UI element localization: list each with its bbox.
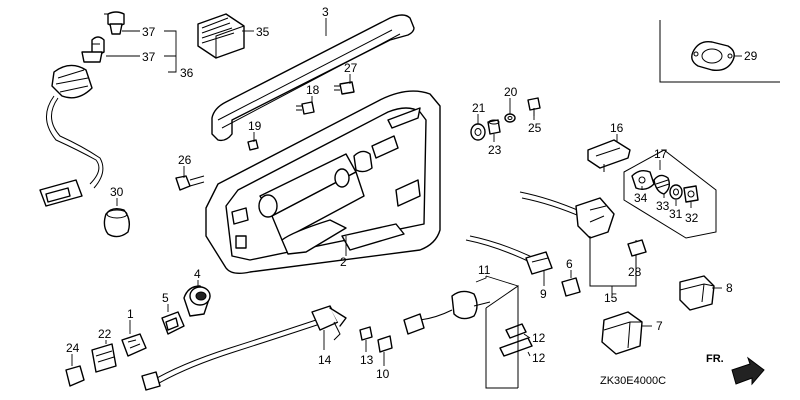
callout-25: 25 bbox=[528, 121, 542, 135]
callout-26: 26 bbox=[178, 153, 192, 167]
callout-31: 31 bbox=[669, 207, 683, 221]
part-22-fuse-holder bbox=[91, 343, 117, 373]
part-7-unit bbox=[601, 311, 643, 355]
part-29-gasket-plate bbox=[659, 20, 780, 83]
callout-19: 19 bbox=[248, 119, 262, 133]
callout-11: 11 bbox=[478, 263, 491, 277]
part-31-collar bbox=[669, 184, 683, 200]
callout-24: 24 bbox=[66, 341, 80, 355]
callout-37: 37 bbox=[142, 25, 156, 39]
callout-22: 22 bbox=[98, 327, 112, 341]
callout-3: 3 bbox=[322, 5, 329, 19]
part-13-block bbox=[359, 326, 373, 341]
part-21-grommet bbox=[470, 123, 486, 141]
callout-33: 33 bbox=[656, 199, 670, 213]
callout-28: 28 bbox=[628, 265, 642, 279]
callout-14: 14 bbox=[318, 353, 332, 367]
part-12-lever-a bbox=[505, 323, 527, 339]
part-5-switch bbox=[161, 311, 185, 335]
part-34-lever bbox=[631, 169, 655, 191]
callout-18: 18 bbox=[306, 83, 320, 97]
callout-12: 12 bbox=[532, 331, 546, 345]
part-2-control-box-cover bbox=[205, 90, 441, 275]
part-35-regulator bbox=[197, 13, 245, 59]
callout-7: 7 bbox=[656, 319, 663, 333]
part-18-bolt bbox=[296, 101, 315, 115]
callout-35: 35 bbox=[256, 25, 270, 39]
direction-label: FR. bbox=[706, 353, 724, 365]
part-28-clip bbox=[627, 239, 647, 257]
callout-32: 32 bbox=[685, 211, 699, 225]
callout-23: 23 bbox=[488, 143, 502, 157]
front-direction-indicator: FR. bbox=[706, 353, 765, 386]
part-17-assembly-box bbox=[623, 149, 717, 239]
part-14-wire-harness bbox=[141, 305, 347, 391]
part-33-spring bbox=[653, 174, 671, 195]
part-24-clip bbox=[65, 365, 85, 387]
callout-numbers: 37 37 36 35 3 27 18 19 26 30 21 20 23 25… bbox=[66, 5, 758, 381]
callout-1: 1 bbox=[127, 307, 134, 321]
callout-36: 36 bbox=[180, 66, 194, 80]
part-9-wire-connector bbox=[465, 235, 553, 275]
part-19-screw bbox=[247, 139, 259, 151]
part-1-terminal bbox=[121, 333, 147, 357]
callout-12: 12 bbox=[532, 351, 546, 365]
callout-9: 9 bbox=[540, 287, 547, 301]
callout-13: 13 bbox=[360, 353, 374, 367]
callout-15: 15 bbox=[604, 291, 618, 305]
callout-29: 29 bbox=[744, 49, 758, 63]
part-32-nut bbox=[683, 185, 699, 203]
part-3-gasket-strip bbox=[211, 14, 415, 142]
callout-8: 8 bbox=[726, 281, 733, 295]
part-36-wire-harness bbox=[39, 11, 125, 207]
callout-34: 34 bbox=[634, 191, 648, 205]
callout-16: 16 bbox=[610, 121, 624, 135]
leader-lines bbox=[71, 18, 742, 366]
callout-30: 30 bbox=[110, 185, 124, 199]
callout-27: 27 bbox=[344, 61, 358, 75]
callout-21: 21 bbox=[472, 101, 486, 115]
callout-4: 4 bbox=[194, 267, 201, 281]
part-10-block bbox=[377, 335, 393, 353]
part-8-relay bbox=[679, 275, 715, 311]
part-30-cap bbox=[103, 207, 131, 238]
callout-20: 20 bbox=[504, 85, 518, 99]
callout-5: 5 bbox=[162, 291, 169, 305]
callout-37: 37 bbox=[142, 50, 156, 64]
part-26-bolt bbox=[175, 175, 205, 191]
part-4-circuit-breaker bbox=[183, 285, 211, 317]
diagram-code: ZK30E4000C bbox=[600, 375, 666, 387]
callout-6: 6 bbox=[566, 257, 573, 271]
callout-17: 17 bbox=[654, 147, 668, 161]
part-27-bolt bbox=[334, 81, 355, 95]
part-23-collar bbox=[487, 119, 501, 135]
part-11-switch-assembly bbox=[403, 290, 491, 335]
callout-2: 2 bbox=[340, 255, 347, 269]
part-16-bracket bbox=[587, 139, 631, 172]
part-20-washer bbox=[504, 113, 516, 123]
part-6-connector bbox=[561, 277, 581, 297]
callout-10: 10 bbox=[376, 367, 390, 381]
part-12-lever-b bbox=[499, 337, 533, 357]
